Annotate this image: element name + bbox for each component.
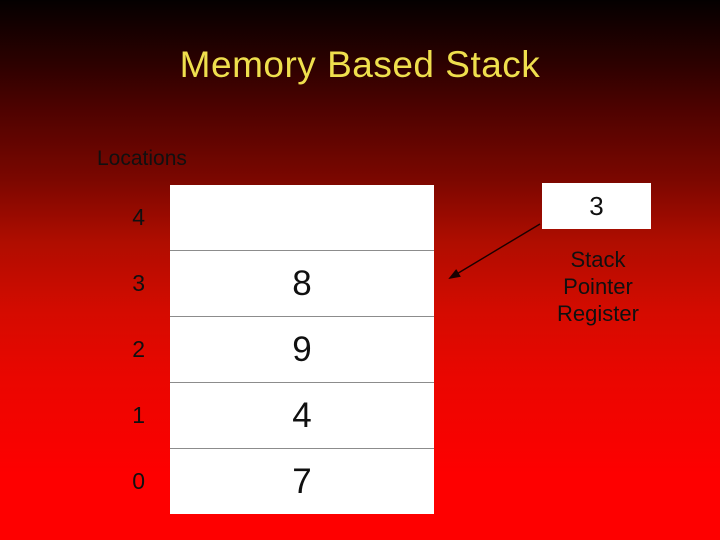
location-index: 2: [132, 335, 145, 362]
stack-cell: 7: [170, 448, 434, 514]
location-index: 1: [132, 401, 145, 428]
stack-pointer-value: 3: [589, 190, 604, 221]
location-index: 3: [132, 270, 145, 297]
location-index: 4: [132, 204, 145, 231]
location-index-column: 4 3 2 1 0: [88, 185, 145, 514]
stack-cell: 9: [170, 316, 434, 382]
stack-cell: 4: [170, 382, 434, 448]
slide-title: Memory Based Stack: [179, 44, 541, 85]
stack-cell: [170, 185, 434, 250]
location-index: 0: [132, 467, 145, 494]
memory-stack-box: 8 9 4 7: [170, 185, 434, 514]
stack-pointer-register-box: 3: [542, 183, 651, 229]
locations-label: Locations: [97, 147, 187, 170]
stack-cell: 8: [170, 250, 434, 316]
stack-pointer-register-label: Stack Pointer Register: [557, 247, 639, 326]
